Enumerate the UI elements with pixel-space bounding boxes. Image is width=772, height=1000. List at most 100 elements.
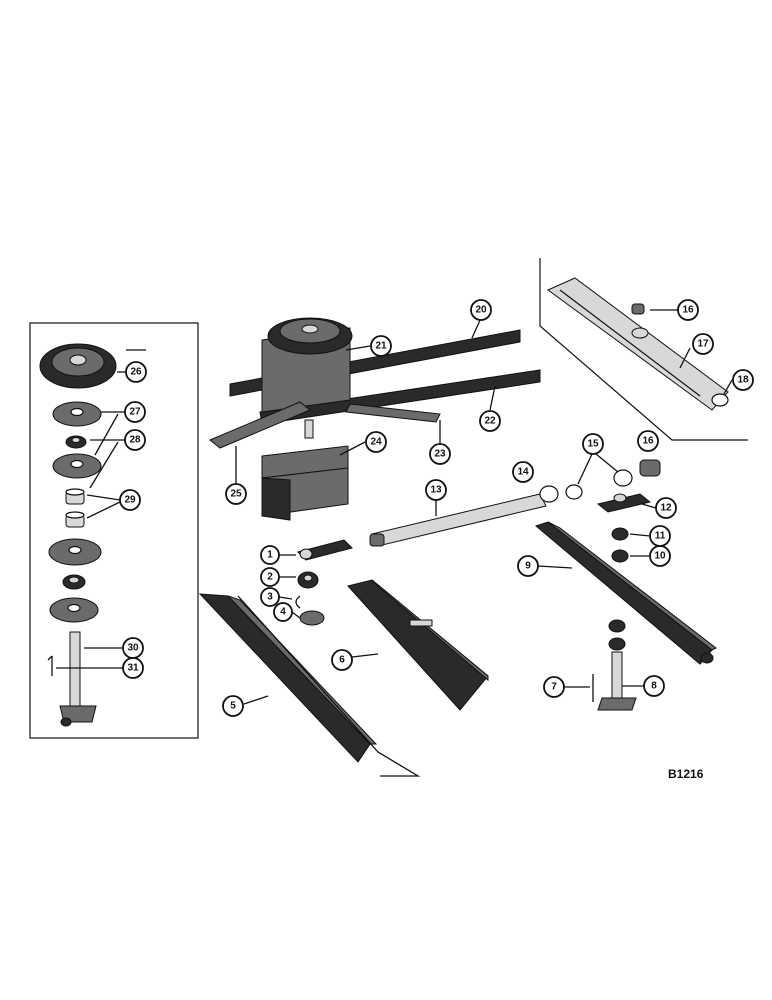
callout-13-label: 13 xyxy=(430,485,442,496)
callout-23-label: 23 xyxy=(434,449,446,460)
leader-5 xyxy=(243,695,269,705)
callout-24: 24 xyxy=(365,431,387,453)
bearing xyxy=(62,574,86,590)
callout-13: 13 xyxy=(425,479,447,501)
callout-1: 1 xyxy=(260,545,280,565)
leader-27 xyxy=(94,411,126,456)
cap-4 xyxy=(299,610,325,626)
callout-14: 14 xyxy=(512,461,534,483)
nut-2 xyxy=(297,571,319,589)
callout-17-label: 17 xyxy=(697,339,709,350)
callout-7: 7 xyxy=(543,676,565,698)
clip-3 xyxy=(295,595,301,609)
leader-22 xyxy=(489,385,496,411)
callout-15-label: 15 xyxy=(587,439,599,450)
callout-16-lower-label: 16 xyxy=(642,436,654,447)
callout-6: 6 xyxy=(331,649,353,671)
leader-3 xyxy=(278,596,293,600)
callout-16-upper-label: 16 xyxy=(682,305,694,316)
leader-4 xyxy=(291,611,301,619)
callout-5: 5 xyxy=(222,695,244,717)
callout-28-label: 28 xyxy=(129,435,141,446)
bushing-29a xyxy=(65,488,85,505)
guard-5 xyxy=(198,593,421,777)
callout-29-label: 29 xyxy=(124,495,136,506)
bushing-29b xyxy=(65,511,85,528)
pin-8 xyxy=(597,619,637,711)
leader-12 xyxy=(641,503,657,509)
nut-10 xyxy=(611,549,629,563)
leader-11 xyxy=(629,533,651,537)
leader-24 xyxy=(339,441,366,456)
leader-21 xyxy=(345,345,371,351)
callout-29: 29 xyxy=(119,489,141,511)
callout-10: 10 xyxy=(649,545,671,567)
key-31 xyxy=(47,655,53,676)
callout-7-label: 7 xyxy=(551,682,557,693)
callout-22-label: 22 xyxy=(484,416,496,427)
callout-3: 3 xyxy=(260,587,280,607)
pulley-26 xyxy=(39,343,146,389)
gearbox-assembly xyxy=(209,317,541,449)
callout-30-label: 30 xyxy=(127,643,139,654)
callout-24-label: 24 xyxy=(370,437,382,448)
callout-8: 8 xyxy=(643,675,665,697)
callout-6-label: 6 xyxy=(339,655,345,666)
callout-10-label: 10 xyxy=(654,551,666,562)
reference-code: B1216 xyxy=(668,767,704,781)
callout-17: 17 xyxy=(692,333,714,355)
callout-31: 31 xyxy=(122,657,144,679)
guard-24 xyxy=(261,445,349,521)
inset-frame-right xyxy=(539,258,748,441)
leader-18 xyxy=(723,379,733,395)
callout-14-label: 14 xyxy=(517,467,529,478)
plate-12 xyxy=(596,493,652,513)
callout-27-label: 27 xyxy=(129,407,141,418)
leader-15 xyxy=(577,453,619,485)
callout-16-lower: 16 xyxy=(637,430,659,452)
callout-20: 20 xyxy=(470,299,492,321)
plugs-15 xyxy=(565,469,633,500)
plug-14 xyxy=(539,485,559,503)
callout-22: 22 xyxy=(479,410,501,432)
callout-18: 18 xyxy=(732,369,754,391)
bar-17 xyxy=(547,277,729,411)
callout-26-label: 26 xyxy=(130,367,142,378)
section-6 xyxy=(347,579,489,711)
callout-11-label: 11 xyxy=(655,531,666,542)
leader-20 xyxy=(471,317,482,339)
callout-18-label: 18 xyxy=(737,375,749,386)
callout-15: 15 xyxy=(582,433,604,455)
callout-1-label: 1 xyxy=(267,550,273,561)
flange-plate xyxy=(48,538,102,566)
washer-27 xyxy=(52,401,102,427)
callout-16-upper: 16 xyxy=(677,299,699,321)
callout-9-label: 9 xyxy=(525,561,531,572)
callout-5-label: 5 xyxy=(230,701,236,712)
callout-12: 12 xyxy=(655,497,677,519)
callout-11: 11 xyxy=(649,525,671,547)
leader-28 xyxy=(89,439,126,489)
flange-plate-lower xyxy=(49,597,99,623)
callout-3-label: 3 xyxy=(267,592,273,603)
shaft-13 xyxy=(369,493,547,547)
washer-28b xyxy=(52,453,102,479)
callout-23: 23 xyxy=(429,443,451,465)
leader-17 xyxy=(679,347,691,369)
callout-31-label: 31 xyxy=(127,663,139,674)
bushing-28a xyxy=(65,435,87,449)
callout-25: 25 xyxy=(225,483,247,505)
callout-26: 26 xyxy=(125,361,147,383)
callout-21: 21 xyxy=(370,335,392,357)
callout-30: 30 xyxy=(122,637,144,659)
callout-9: 9 xyxy=(517,555,539,577)
link-1 xyxy=(297,539,353,561)
callout-8-label: 8 xyxy=(651,681,657,692)
callout-4: 4 xyxy=(273,602,293,622)
callout-21-label: 21 xyxy=(375,341,387,352)
guard-9 xyxy=(534,521,717,665)
leader-6 xyxy=(351,653,379,658)
callout-28: 28 xyxy=(124,429,146,451)
callout-25-label: 25 xyxy=(230,489,242,500)
